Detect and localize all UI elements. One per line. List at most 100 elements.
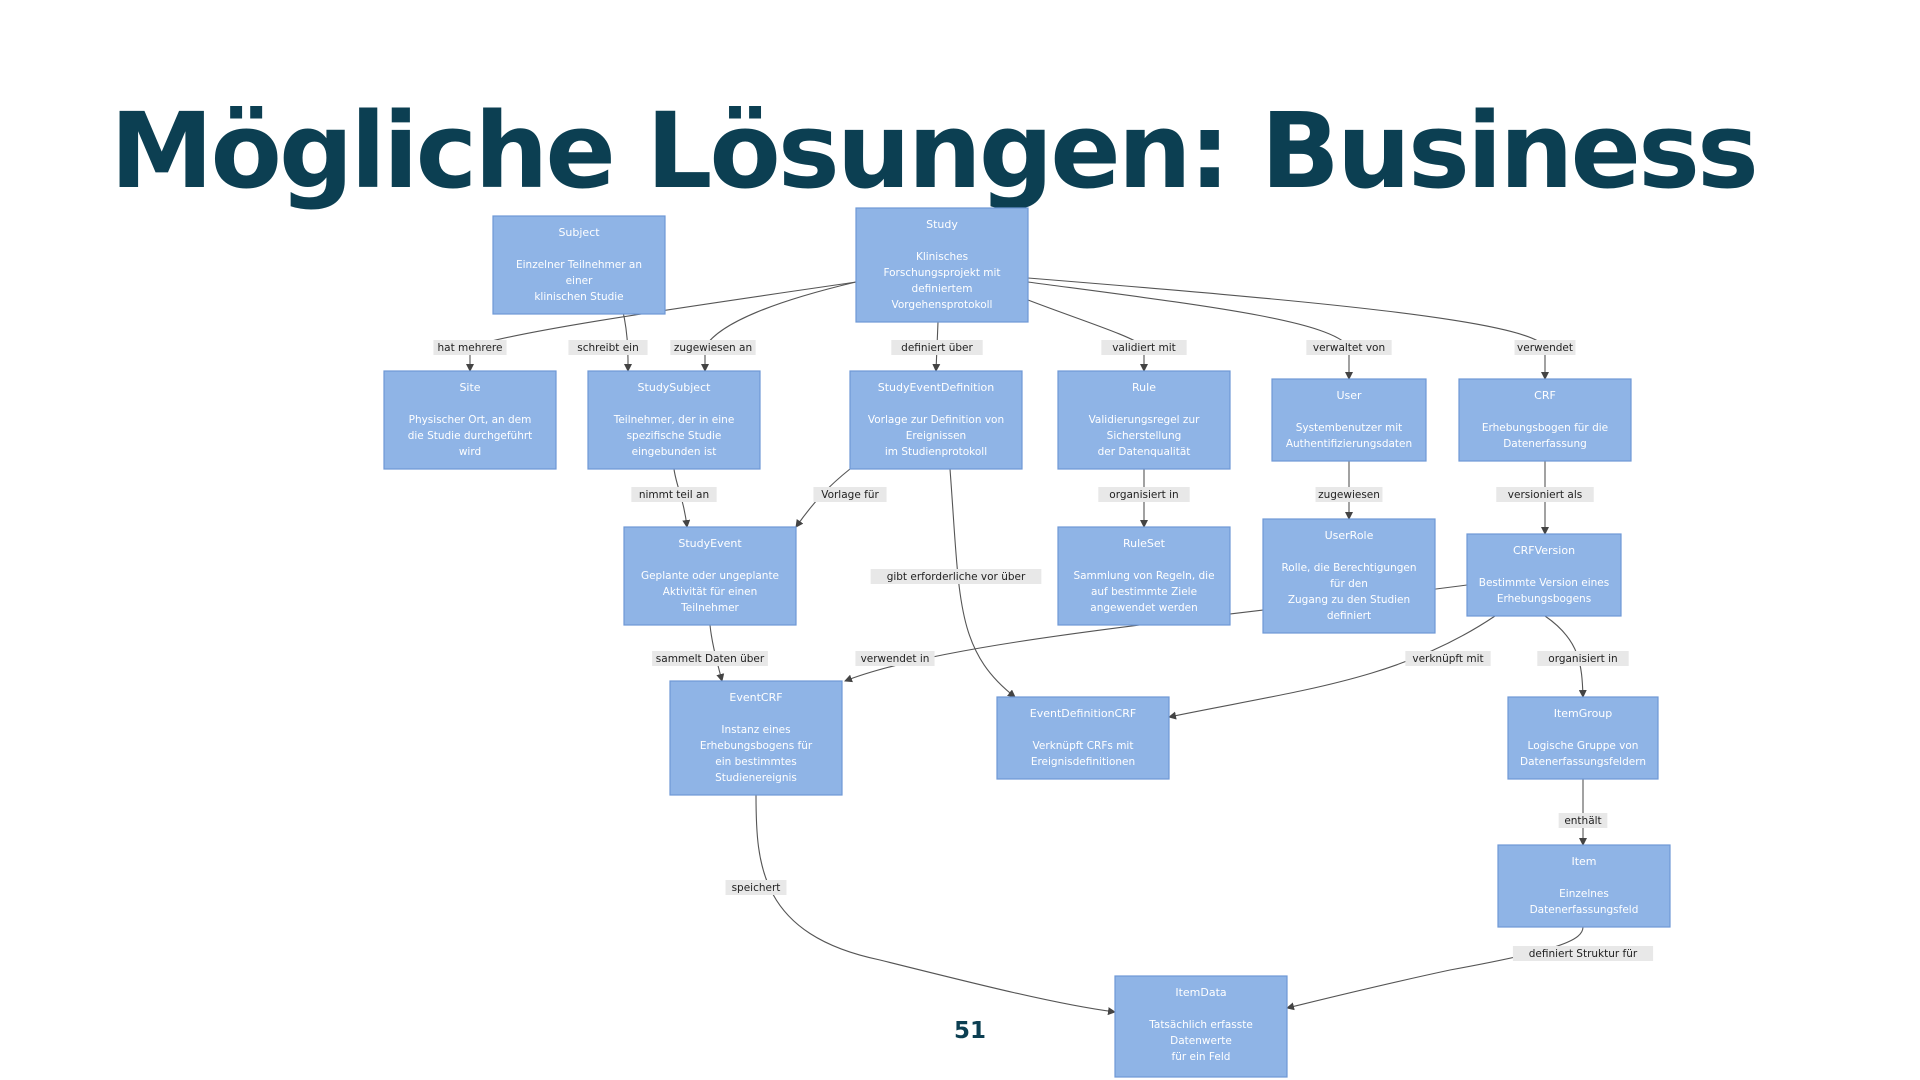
- edge-label-text: nimmt teil an: [639, 489, 709, 501]
- entity-description-line: Bestimmte Version eines: [1479, 577, 1609, 589]
- edge-label-background: [1306, 340, 1392, 355]
- entity-description-line: Erhebungsbogens für: [700, 740, 813, 752]
- edge-label-text: definiert über: [901, 342, 973, 354]
- entity-description-line: Logische Gruppe von: [1528, 740, 1639, 752]
- edge-label-itemgroup-item: enthält: [1558, 813, 1608, 828]
- entity-box: [996, 696, 1170, 780]
- entity-description-line: Teilnehmer: [680, 602, 739, 614]
- entity-description-line: Tatsächlich erfasste: [1148, 1019, 1253, 1031]
- edge-label-text: zugewiesen: [1318, 489, 1380, 501]
- edge-label-text: zugewiesen an: [674, 342, 752, 354]
- entity-box: [855, 207, 1029, 323]
- edge-label-text: verwaltet von: [1313, 342, 1385, 354]
- entity-description-line: Sicherstellung: [1107, 430, 1182, 442]
- entity-description-line: Verknüpft CRFs mit: [1033, 740, 1134, 752]
- edge-label-eventcrf-itemdata: speichert: [725, 880, 787, 895]
- entity-description-line: definiert: [1327, 610, 1371, 622]
- entity-title: Study: [926, 218, 958, 231]
- edge-label-text: organisiert in: [1548, 653, 1617, 665]
- edge-label-text: gibt erforderliche vor über: [887, 571, 1026, 583]
- entity-title: StudySubject: [638, 381, 712, 394]
- entity-description-line: Datenwerte: [1170, 1035, 1232, 1047]
- edge-label-background: [855, 651, 935, 666]
- edge-label-text: organisiert in: [1109, 489, 1178, 501]
- entity-description-line: spezifische Studie: [627, 430, 722, 442]
- entity-description-line: Ereignissen: [906, 430, 966, 442]
- edge-label-background: [433, 340, 507, 355]
- entity-description-line: Datenerfassung: [1503, 438, 1587, 450]
- edge-label-background: [631, 487, 717, 502]
- entity-box: [1057, 526, 1231, 626]
- entity-description-line: für den: [1330, 578, 1368, 590]
- entity-title: ItemGroup: [1554, 707, 1613, 720]
- entity-box: [383, 370, 557, 470]
- entity-box: [1497, 844, 1671, 928]
- edge-label-background: [1405, 651, 1491, 666]
- edge-label-rule-ruleset: organisiert in: [1098, 487, 1190, 502]
- edge-label-crfversion-itemgroup: organisiert in: [1537, 651, 1629, 666]
- entity-box: [1262, 518, 1436, 634]
- edge-label-item-itemdata: definiert Struktur für: [1512, 946, 1654, 961]
- entity-box: [1114, 975, 1288, 1078]
- entity-box: [587, 370, 761, 470]
- entity-description-line: auf bestimmte Ziele: [1091, 586, 1197, 598]
- entity-description-line: einer: [566, 275, 593, 287]
- edge-label-background: [568, 340, 648, 355]
- edge-study-user: [1027, 281, 1353, 380]
- entity-title: Subject: [558, 226, 600, 239]
- edge-label-background: [813, 487, 887, 502]
- entity-description-line: im Studienprotokoll: [885, 446, 987, 458]
- edge-study-rule: [1027, 299, 1148, 372]
- entity-description-line: Teilnehmer, der in eine: [613, 414, 735, 426]
- entity-box: [623, 526, 797, 626]
- entity-description-line: Physischer Ort, an dem: [409, 414, 532, 426]
- edge-line: [755, 794, 1116, 1016]
- edge-label-study-user: verwaltet von: [1306, 340, 1392, 355]
- edge-label-background: [1496, 487, 1594, 502]
- edge-label-background: [1537, 651, 1629, 666]
- entity-description-line: klinischen Studie: [534, 291, 623, 303]
- entity-description-line: angewendet werden: [1090, 602, 1197, 614]
- entity-description-line: Geplante oder ungeplante: [641, 570, 779, 582]
- edge-labels-layer: hat mehrere schreibt ein zugewiesen an defi…: [433, 340, 1654, 961]
- entity-description-line: eingebunden ist: [632, 446, 717, 458]
- entity-description-line: Aktivität für einen: [663, 586, 758, 598]
- entity-title: Item: [1571, 855, 1596, 868]
- entity-description-line: Klinisches: [916, 251, 968, 263]
- edge-label-subject-studysubject: schreibt ein: [568, 340, 648, 355]
- entity-description-line: Validierungsregel zur: [1089, 414, 1201, 426]
- edge-label-background: [891, 340, 983, 355]
- edge-label-studyeventdefinition-eventdefinitioncrf: gibt erforderliche vor über: [870, 569, 1042, 584]
- edge-label-background: [1514, 340, 1576, 355]
- edge-label-text: Vorlage für: [821, 489, 879, 501]
- entity-description-line: wird: [459, 446, 481, 458]
- entity-description-line: Datenerfassungsfeldern: [1520, 756, 1646, 768]
- edge-eventcrf-itemdata: [755, 794, 1116, 1016]
- entity-description-line: Forschungsprojekt mit: [883, 267, 1000, 279]
- entity-description-line: Vorlage zur Definition von: [868, 414, 1004, 426]
- entity-box: [669, 680, 843, 796]
- edge-label-background: [1101, 340, 1187, 355]
- edge-label-text: validiert mit: [1112, 342, 1176, 354]
- edge-label-background: [1098, 487, 1190, 502]
- entity-description-line: ein bestimmtes: [715, 756, 797, 768]
- edge-label-study-studyeventdefinition: definiert über: [891, 340, 983, 355]
- edge-label-text: hat mehrere: [438, 342, 503, 354]
- edge-label-text: definiert Struktur für: [1529, 948, 1638, 960]
- entity-description-line: Authentifizierungsdaten: [1286, 438, 1412, 450]
- edge-study-studysubject: [701, 281, 857, 372]
- edge-line: [1027, 277, 1549, 380]
- edge-label-background: [870, 569, 1042, 584]
- entity-box: [849, 370, 1023, 470]
- entity-description-line: Studienereignis: [715, 772, 797, 784]
